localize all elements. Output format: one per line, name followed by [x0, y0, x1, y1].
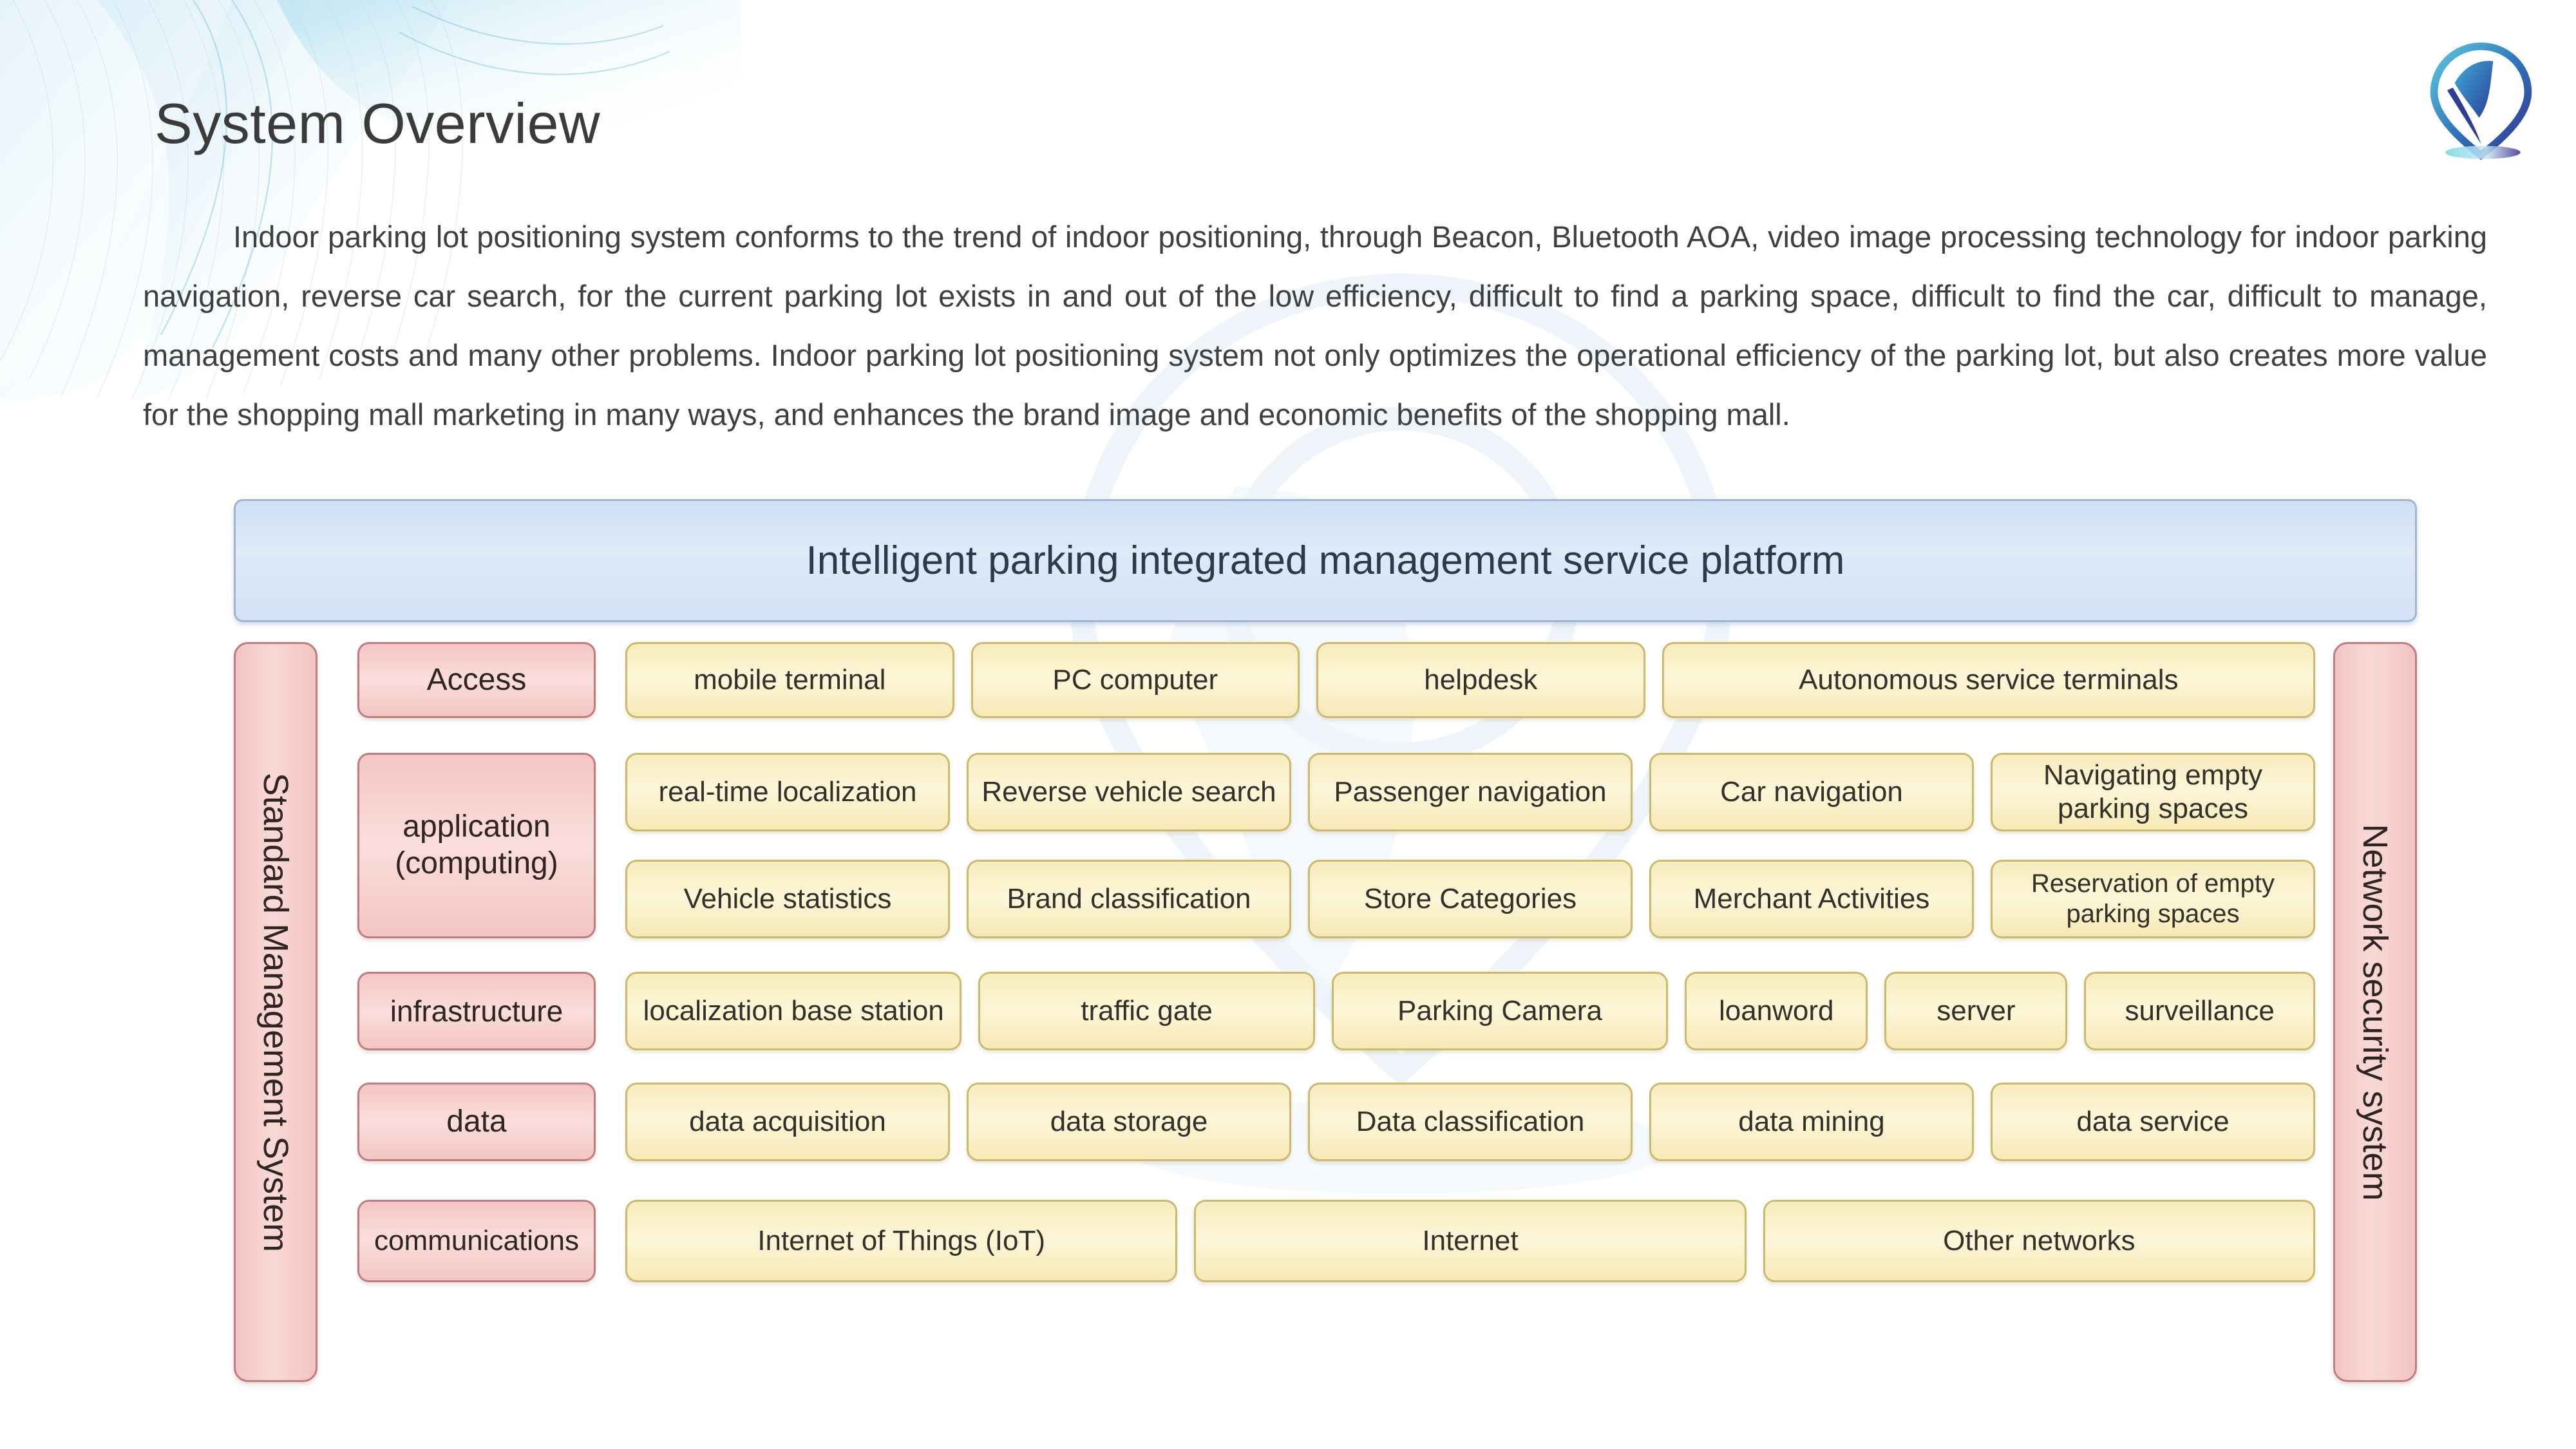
item-box[interactable]: Internet [1194, 1200, 1747, 1282]
item-box[interactable]: data acquisition [625, 1083, 950, 1161]
item-box[interactable]: surveillance [2084, 972, 2315, 1050]
item-box[interactable]: Internet of Things (IoT) [625, 1200, 1178, 1282]
layer-category-access: Access [357, 642, 596, 718]
platform-banner: Intelligent parking integrated managemen… [234, 499, 2417, 622]
category-box-application-computing[interactable]: application (computing) [357, 753, 596, 938]
item-box[interactable]: Reservation of empty parking spaces [1991, 860, 2315, 938]
item-box[interactable]: Merchant Activities [1649, 860, 1974, 938]
item-box[interactable]: loanword [1685, 972, 1868, 1050]
item-box[interactable]: data service [1991, 1083, 2315, 1161]
layer-category-infrastructure: infrastructure [357, 972, 596, 1050]
item-box[interactable]: Brand classification [967, 860, 1291, 938]
paragraph-text: Indoor parking lot positioning system co… [143, 220, 2487, 431]
layer-items-communications: Internet of Things (IoT) Internet Other … [625, 1200, 2315, 1282]
item-box[interactable]: mobile terminal [625, 642, 954, 718]
location-pin-logo-icon [2430, 43, 2532, 160]
item-box[interactable]: localization base station [625, 972, 962, 1050]
layer-row-application-1: real-time localization Reverse vehicle s… [357, 753, 2315, 831]
layer-items-access: mobile terminal PC computer helpdesk Aut… [625, 642, 2316, 718]
item-box[interactable]: Navigating empty parking spaces [1991, 753, 2315, 831]
item-box[interactable]: Autonomous service terminals [1662, 642, 2316, 718]
item-box[interactable]: Passenger navigation [1308, 753, 1633, 831]
architecture-diagram: Intelligent parking integrated managemen… [229, 499, 2418, 1382]
item-box[interactable]: helpdesk [1316, 642, 1645, 718]
item-box[interactable]: Car navigation [1649, 753, 1974, 831]
layer-items-infrastructure: localization base station traffic gate P… [625, 972, 2315, 1050]
layer-items-data: data acquisition data storage Data class… [625, 1083, 2315, 1161]
layer-category-communications: communications [357, 1200, 596, 1282]
layer-items-application-1: real-time localization Reverse vehicle s… [625, 753, 2315, 831]
item-box[interactable]: real-time localization [625, 753, 950, 831]
page-title: System Overview [155, 91, 601, 155]
category-spacer [357, 753, 596, 831]
layer-category-data: data [357, 1083, 596, 1161]
category-box-infrastructure[interactable]: infrastructure [357, 972, 596, 1050]
item-box[interactable]: Reverse vehicle search [967, 753, 1291, 831]
item-box[interactable]: server [1884, 972, 2068, 1050]
item-box[interactable]: Store Categories [1308, 860, 1633, 938]
platform-banner-label: Intelligent parking integrated managemen… [806, 538, 1845, 583]
layer-row-data: data data acquisition data storage Data … [357, 1083, 2315, 1161]
category-label-line2: (computing) [395, 846, 558, 880]
item-box[interactable]: traffic gate [978, 972, 1315, 1050]
item-box[interactable]: Other networks [1763, 1200, 2315, 1282]
right-vertical-column-label: Network security system [2356, 823, 2394, 1201]
layer-row-communications: communications Internet of Things (IoT) … [357, 1200, 2315, 1282]
item-box[interactable]: PC computer [971, 642, 1300, 718]
right-vertical-column-network-security-system: Network security system [2333, 642, 2417, 1382]
left-vertical-column-label: Standard Management System [256, 772, 295, 1252]
left-vertical-column-standard-management-system: Standard Management System [234, 642, 317, 1382]
overview-paragraph: Indoor parking lot positioning system co… [143, 207, 2487, 444]
layer-rows: Access mobile terminal PC computer helpd… [357, 642, 2316, 1378]
item-box[interactable]: Vehicle statistics [625, 860, 950, 938]
category-box-access[interactable]: Access [357, 642, 596, 718]
layer-row-access: Access mobile terminal PC computer helpd… [357, 642, 2316, 718]
category-box-communications[interactable]: communications [357, 1200, 596, 1282]
layer-row-infrastructure: infrastructure localization base station… [357, 972, 2315, 1050]
item-box[interactable]: data storage [967, 1083, 1291, 1161]
item-box[interactable]: Parking Camera [1331, 972, 1669, 1050]
layer-row-application-2: Vehicle statistics Brand classification … [357, 860, 2315, 938]
category-spacer [357, 860, 596, 938]
category-label-line1: application [402, 810, 551, 844]
item-box[interactable]: Data classification [1308, 1083, 1633, 1161]
item-box[interactable]: data mining [1649, 1083, 1974, 1161]
category-box-data[interactable]: data [357, 1083, 596, 1161]
layer-items-application-2: Vehicle statistics Brand classification … [625, 860, 2315, 938]
